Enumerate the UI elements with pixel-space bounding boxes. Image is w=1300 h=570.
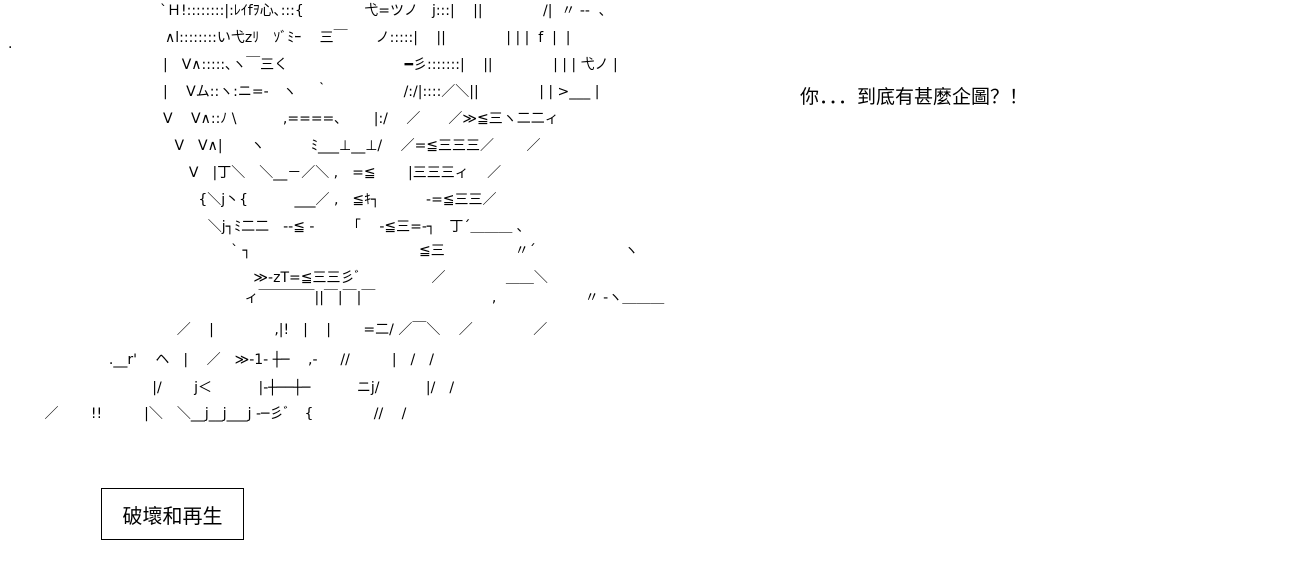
title-text: 破壞和再生	[122, 503, 223, 528]
art-line: ≫-zT=≦三三彡ﾞ ／ ＿＿＼	[200, 270, 548, 286]
art-line: `Ｈ!::::::::|:ﾚｲfｦ心､:::{ 弋=ツノ j:::| || /|…	[160, 3, 606, 19]
art-line: V V∧::ﾉ \ ,====､ |:/ ／ ／≫≦三ヽ二二ィ	[163, 111, 559, 127]
art-line: ` ┐ ≦三 〃´ ヽ	[200, 243, 639, 259]
art-line: V V∧| ヽ ﾐ___⊥__⊥/ ／=≦三三三／ ／	[170, 138, 541, 154]
art-line: ／ | ,|! | | =二/ ／￣＼ ／ ／	[150, 322, 548, 338]
art-line: {＼j丶{ ___／ , ≦ｷ┐ -=≦三三／	[185, 192, 497, 208]
stray-dot: .	[8, 36, 13, 52]
art-line: |/ j＜ |-┼──┼─ ニj/ |/ /	[130, 380, 455, 396]
art-line: V |丁＼ ＼__－／＼ , =≦ |三三三ィ ／	[180, 165, 502, 181]
art-line: ／ !! |＼ ＼__j__j___j -─彡ﾞ { // /	[40, 406, 407, 422]
art-line: | Vム::ヽ:ニ=- ヽ ｀ /:/|::::／＼|| | | >___ |	[163, 84, 600, 100]
art-line: .__r' ヘ | ／ ≫-1- ┼─ ,- // | / /	[100, 352, 434, 368]
art-line: ∧l::::::::い弋zﾘ ｿﾞﾐｰ 三￣ ノ:::::| || | | | …	[165, 30, 571, 46]
art-line: | V∧:::::､ヽ￣三く ━彡:::::::| || | | | 弋ノ |	[163, 57, 618, 73]
title-box: 破壞和再生	[101, 488, 244, 540]
art-line: ィ￣￣￣￣||￣|￣|￣ , 〃 ‐ヽ＿＿＿	[200, 290, 665, 306]
art-line: ＼j┐ﾐ二二 --≦ - 「 -≦三=-┐ 丁´＿＿＿ ､	[190, 219, 524, 235]
dialogue-caption: 你．．．到底有甚麼企圖？！	[800, 86, 1029, 108]
